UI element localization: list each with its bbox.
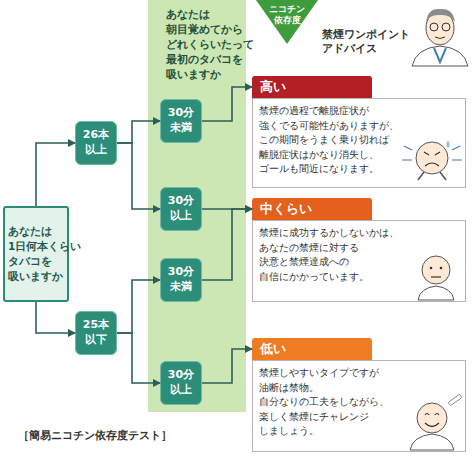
advice-label: 禁煙ワンポイント アドバイス	[322, 28, 414, 55]
answer-box: 30分 未満	[160, 99, 202, 143]
doctor-tie	[434, 48, 446, 62]
doctor-coat	[412, 46, 468, 66]
answer-box: 30分 未満	[160, 258, 202, 302]
caption: ［簡易ニコチン依存度テスト］	[18, 428, 172, 443]
level-heading: 低い	[252, 338, 372, 360]
doctor-illustration	[412, 9, 468, 66]
level-heading: 高い	[252, 76, 372, 98]
answer-text: 30分 未満	[166, 265, 196, 295]
advice-frame: 禁煙しやすいタイプですが 油断は禁物。 自分なりの工夫をしながら、 楽しく禁煙に…	[252, 360, 466, 452]
question-text: あなたは 1日何本くらい タバコを 吸いますか	[8, 224, 64, 285]
result-box: 禁煙しやすいタイプですが 油断は禁物。 自分なりの工夫をしながら、 楽しく禁煙に…	[252, 338, 466, 452]
advice-frame: 禁煙の過程で離脱症状が 強くでる可能性がありますが、 この期間をうまく乗り切れば…	[252, 98, 466, 188]
doctor-glasses	[430, 23, 438, 31]
advice-text: 禁煙しやすいタイプですが 油断は禁物。 自分なりの工夫をしながら、 楽しく禁煙に…	[259, 366, 405, 439]
answer-box: 25本 以下	[75, 311, 117, 355]
doctor-glasses	[442, 23, 450, 31]
connector	[36, 143, 75, 206]
answer-text: 30分 以上	[166, 368, 196, 398]
doctor-mouth	[435, 37, 445, 39]
answer-text: 26本 以上	[81, 128, 111, 158]
advice-frame: 禁煙に成功するかしないかは、 あなたの禁煙に対する 決意と禁煙達成への 自信にか…	[252, 220, 466, 302]
answer-box: 26本 以上	[75, 121, 117, 165]
result-box: 禁煙の過程で離脱症状が 強くでる可能性がありますが、 この期間をうまく乗り切れば…	[252, 76, 466, 188]
answer-text: 30分 未満	[166, 106, 196, 136]
band-question: あなたは 朝目覚めてから どれくらいたって 最初のタバコを 吸いますか	[166, 7, 248, 82]
doctor-head	[426, 11, 454, 45]
triangle-text: ニコチン 依存度	[267, 4, 307, 25]
result-box: 禁煙に成功するかしないかは、 あなたの禁煙に対する 決意と禁煙達成への 自信にか…	[252, 198, 466, 302]
advice-text: 禁煙の過程で離脱症状が 強くでる可能性がありますが、 この期間をうまく乗り切れば…	[259, 104, 405, 177]
answer-text: 25本 以下	[81, 318, 111, 348]
answer-text: 30分 以上	[166, 194, 196, 224]
answer-box: 30分 以上	[160, 187, 202, 231]
doctor-hair	[426, 9, 455, 22]
answer-box: 30分 以上	[160, 361, 202, 405]
question-band: あなたは 朝目覚めてから どれくらいたって 最初のタバコを 吸いますか 30分 未…	[148, 0, 246, 412]
level-heading: 中くらい	[252, 198, 372, 220]
question-box: あなたは 1日何本くらい タバコを 吸いますか	[3, 206, 69, 302]
connector	[36, 302, 75, 333]
triangle-fill	[256, 0, 318, 44]
header-triangle: ニコチン 依存度	[256, 0, 318, 44]
advice-text: 禁煙に成功するかしないかは、 あなたの禁煙に対する 決意と禁煙達成への 自信にか…	[259, 226, 405, 284]
